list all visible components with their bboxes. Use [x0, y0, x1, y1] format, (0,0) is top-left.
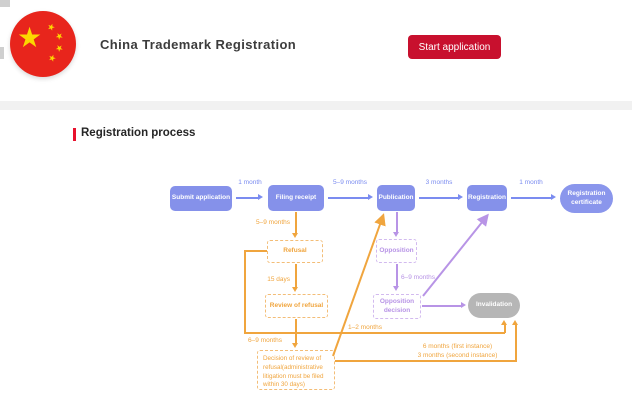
arrowhead-icon	[458, 194, 463, 200]
arrowhead-icon	[258, 194, 263, 200]
node-registration: Registration	[467, 185, 507, 211]
node-publication: Publication	[377, 185, 415, 211]
connector-label: 1–2 months	[348, 324, 382, 331]
arrow-label: 1 month	[238, 179, 262, 186]
node-submit-application: Submit application	[170, 186, 232, 211]
node-label: Opposition decision	[379, 298, 415, 314]
node-label: Review of refusal	[269, 301, 324, 309]
decision-to-publication-arrow	[332, 213, 386, 357]
arrow-label: 15 days	[267, 276, 290, 283]
china-flag-icon: ★ ★ ★ ★ ★	[10, 11, 76, 77]
node-label: Refusal	[283, 247, 307, 255]
arrowhead-icon	[368, 194, 373, 200]
section-heading: Registration process	[81, 127, 196, 139]
node-opposition: Opposition	[376, 239, 417, 263]
connector-label-first-instance: 6 months (first instance)	[422, 343, 493, 350]
arrowhead-icon	[393, 232, 399, 237]
node-review-of-refusal: Review of refusal	[265, 294, 328, 318]
node-opposition-decision: Opposition decision	[373, 294, 421, 319]
arrowhead-icon	[501, 320, 507, 325]
heading-accent-bar	[73, 128, 76, 141]
node-label: Publication	[378, 193, 414, 201]
node-decision-of-review: Decision of review of refusal(administra…	[257, 350, 335, 390]
arrow-label: 3 months	[425, 179, 453, 186]
arrowhead-icon	[551, 194, 556, 200]
arrowhead-icon	[461, 302, 466, 308]
node-label: Decision of review of refusal(administra…	[263, 355, 324, 389]
node-label: Registration certificate	[567, 190, 606, 206]
header-divider	[0, 101, 632, 110]
arrowhead-icon	[292, 343, 298, 348]
arrow-label: 1 month	[519, 179, 543, 186]
node-refusal: Refusal	[267, 240, 323, 263]
window-edge-artifact	[0, 47, 4, 59]
node-label: Invalidation	[475, 301, 513, 309]
arrowhead-icon	[512, 320, 518, 325]
arrow-label: 6–9 months	[401, 274, 435, 281]
start-application-button[interactable]: Start application	[408, 35, 501, 59]
arrow-label: 5–9 months	[333, 179, 367, 186]
window-edge-artifact	[0, 0, 10, 7]
flag-large-star-icon: ★	[17, 22, 43, 53]
node-invalidation: Invalidation	[468, 293, 520, 318]
arrowhead-icon	[393, 286, 399, 291]
node-label: Opposition	[379, 246, 414, 254]
node-label: Registration	[468, 193, 506, 201]
node-label: Filing receipt	[275, 193, 317, 201]
node-filing-receipt: Filing receipt	[268, 185, 324, 211]
arrowhead-icon	[292, 233, 298, 238]
arrow-label: 5–9 months	[256, 219, 290, 226]
arrow-label: 6–9 months	[248, 337, 282, 344]
node-label: Submit application	[171, 194, 231, 202]
node-registration-certificate: Registration certificate	[560, 184, 613, 213]
opposition-decision-to-registration-arrow	[422, 213, 489, 297]
arrowhead-icon	[292, 287, 298, 292]
page-title: China Trademark Registration	[100, 37, 297, 52]
connector-label-second-instance: 3 months (second instance)	[417, 352, 498, 359]
